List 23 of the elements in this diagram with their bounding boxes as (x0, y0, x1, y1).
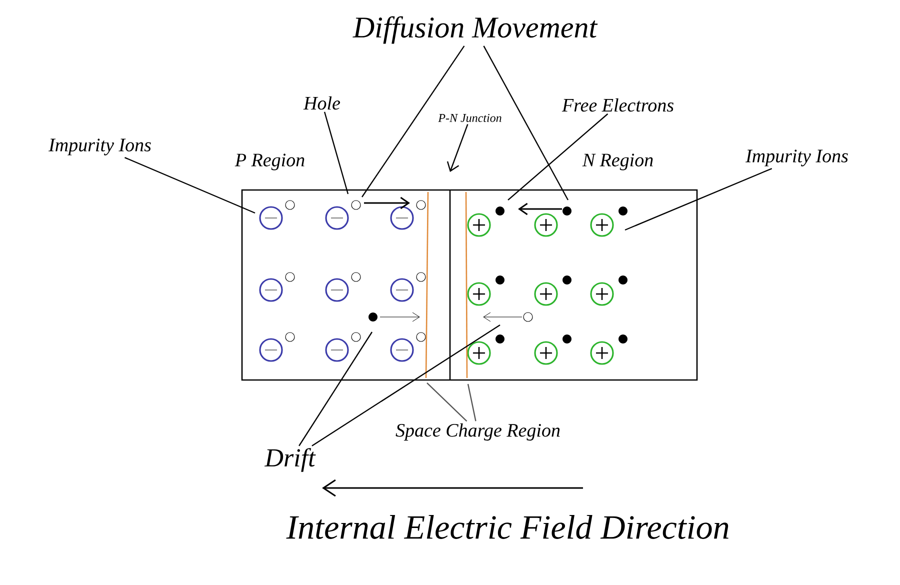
pn-junction-box (241, 189, 698, 381)
leader-line (298, 332, 372, 446)
label-text: P-N Junction (438, 114, 502, 122)
label-text: Hole (303, 96, 340, 110)
leader-line (483, 46, 569, 200)
label-text: Impurity Ions (48, 138, 151, 156)
leader-line (426, 382, 468, 422)
leader-line (324, 112, 349, 194)
leader-line (362, 46, 465, 198)
region-label: P Region (234, 154, 304, 170)
label-text: Diffusion Movement (352, 16, 598, 44)
region-label: N Region (582, 154, 653, 170)
leader-line (467, 384, 476, 422)
label-text: Space Charge Region (396, 423, 560, 441)
leader-line (124, 156, 256, 214)
label-text: Drift (264, 448, 316, 472)
region-label: Internal Electric Field Direction (286, 515, 728, 539)
label-text: Impurity Ions (745, 150, 848, 166)
leader-line (312, 324, 500, 446)
label-text: Free Electrons (562, 98, 674, 112)
leader-line (508, 113, 608, 200)
leader-line (624, 168, 772, 231)
leader-line (446, 124, 468, 172)
